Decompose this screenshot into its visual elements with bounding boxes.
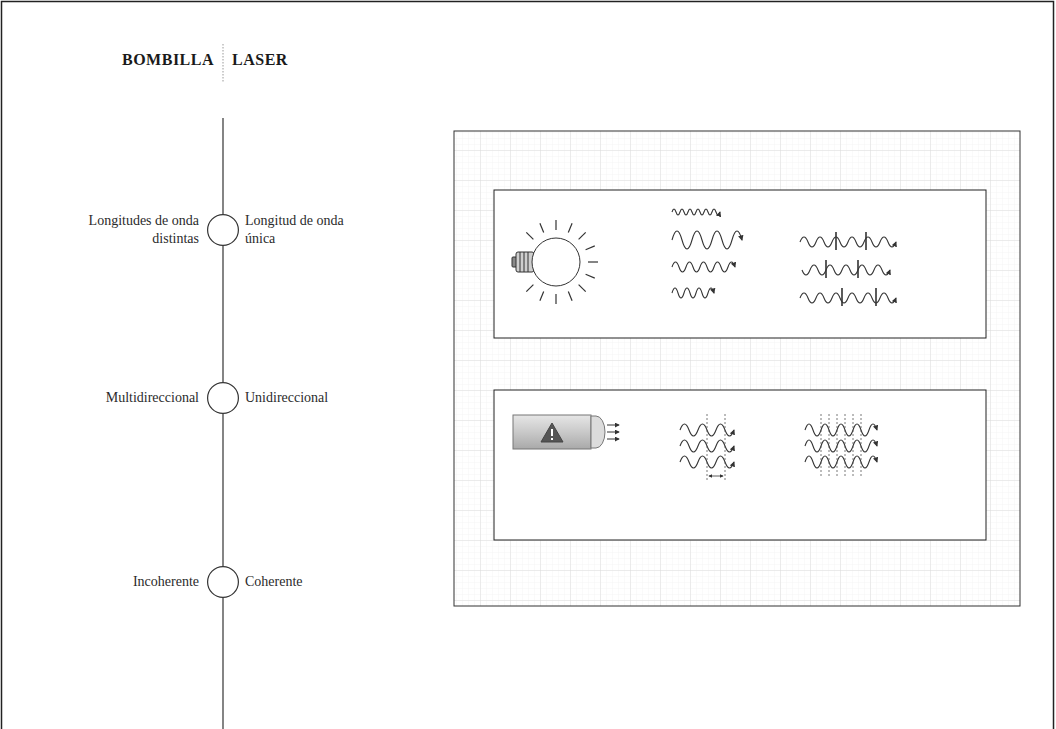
timeline-circle: IncoherenteCoherente — [207, 566, 239, 598]
timeline-circle: Longitudes de onda distintasLongitud de … — [207, 214, 239, 246]
grid-panel — [454, 131, 1020, 606]
circle-outline — [207, 566, 239, 598]
header-separator — [223, 44, 224, 82]
bulb-property: Incoherente — [64, 573, 199, 591]
circle-outline — [207, 214, 239, 246]
timeline-circle: MultidireccionalUnidireccional — [207, 382, 239, 414]
column-heading: BOMBILLA — [122, 51, 214, 69]
timeline-line — [222, 414, 223, 566]
wave-group — [672, 209, 742, 298]
laser-property: Coherente — [245, 573, 395, 591]
circle-outline — [207, 382, 239, 414]
timeline-line — [222, 598, 223, 729]
laser-panel — [494, 390, 986, 540]
wave-group — [800, 232, 896, 306]
column-heading: LASER — [232, 51, 288, 69]
timeline-line — [222, 118, 223, 214]
wave-group — [680, 414, 734, 480]
bulb-icon — [512, 220, 598, 304]
laser-property: Unidireccional — [245, 389, 395, 407]
laser-icon — [513, 415, 619, 449]
timeline-line — [222, 246, 223, 382]
bulb-property: Longitudes de onda distintas — [64, 212, 199, 248]
bulb-property: Multidireccional — [64, 389, 199, 407]
bulb-panel — [494, 190, 986, 338]
wave-group — [805, 414, 877, 478]
laser-property: Longitud de onda única — [245, 212, 363, 248]
